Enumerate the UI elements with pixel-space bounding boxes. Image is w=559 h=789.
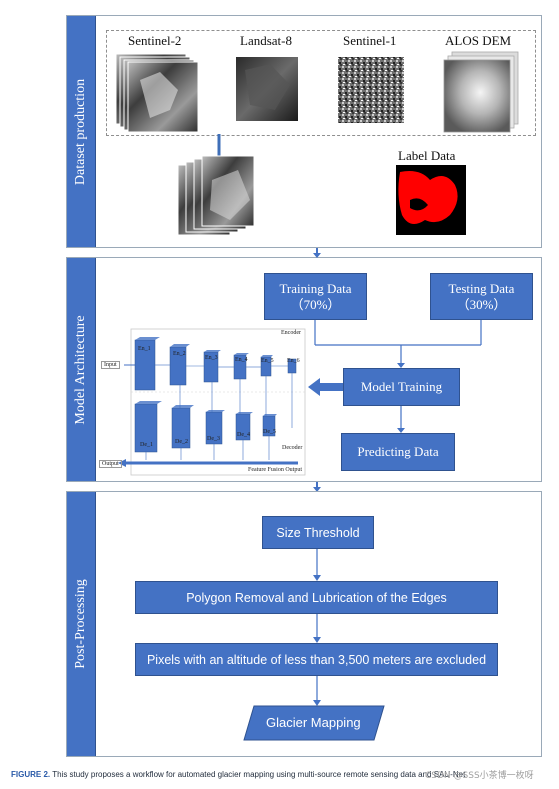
- arrow-panel2-panel3: [313, 482, 321, 492]
- dataset-production-label: Dataset production: [67, 16, 96, 247]
- predicting-data-label: Predicting Data: [357, 444, 439, 459]
- polygon-to-altitude-arrow: [313, 614, 321, 643]
- altitude-filter-box: Pixels with an altitude of less than 3,5…: [135, 643, 498, 676]
- caption-text: This study proposes a workflow for autom…: [50, 770, 466, 779]
- polygon-removal-box: Polygon Removal and Lubrication of the E…: [135, 581, 498, 614]
- en-3-label: En_3: [205, 355, 218, 361]
- altitude-to-mapping-arrow: [313, 676, 321, 706]
- predicting-data-box: Predicting Data: [341, 433, 455, 471]
- de-5-label: De_5: [263, 429, 276, 435]
- sentinel-1-image: [338, 57, 404, 123]
- input-label: Input: [101, 361, 120, 369]
- en-1-label: En_1: [138, 346, 151, 352]
- network-svg: [118, 328, 306, 476]
- fusion-output-arrowhead: [118, 459, 126, 467]
- training-testing-to-model-arrow: [314, 320, 482, 364]
- label-data-title: Label Data: [398, 148, 456, 163]
- sentinel-2-image-stack: [115, 53, 199, 133]
- fusion-label: Feature Fusion Output: [248, 467, 302, 473]
- size-to-polygon-arrow: [313, 549, 321, 581]
- dataset-images: [115, 51, 519, 236]
- de-3-label: De_3: [207, 436, 220, 442]
- model-training-box: Model Training: [343, 368, 460, 406]
- testing-data-box: Testing Data（30%）: [430, 273, 533, 320]
- model-architecture-label: Model Architecture: [67, 258, 96, 481]
- en-5-label: En_5: [261, 358, 274, 364]
- training-data-box: Training Data（70%）: [264, 273, 367, 320]
- alos-dem-label: ALOS DEM: [445, 33, 512, 48]
- model-arrowhead: [397, 363, 405, 368]
- decoder-label: Decoder: [282, 445, 303, 451]
- sentinel-1-label: Sentinel-1: [343, 33, 397, 48]
- decoder-blocks: [134, 403, 276, 453]
- encoder-label: Encoder: [281, 330, 301, 336]
- model-training-label: Model Training: [360, 379, 443, 394]
- glacier-mapping-label: Glacier Mapping: [266, 715, 361, 730]
- de-4-label: De_4: [237, 432, 250, 438]
- post-processing-label: Post-Processing: [67, 492, 96, 756]
- size-threshold-box: Size Threshold: [262, 516, 374, 549]
- figure-caption: FIGURE 2. This study proposes a workflow…: [11, 770, 465, 779]
- de-1-label: De_1: [140, 442, 153, 448]
- altitude-filter-label: Pixels with an altitude of less than 3,5…: [146, 652, 487, 667]
- skip-connections: [145, 364, 293, 460]
- training-data-ratio: （70%）: [290, 296, 341, 312]
- en-2-label: En_2: [173, 351, 186, 357]
- en-4-label: En_4: [235, 357, 248, 363]
- training-data-label: Training Data: [279, 280, 352, 296]
- de-2-label: De_2: [175, 439, 188, 445]
- output-label: Output: [99, 460, 122, 468]
- arrow-panel1-panel2: [313, 248, 321, 258]
- model-to-network-arrow: [308, 378, 343, 396]
- combined-image-stack: [177, 155, 255, 236]
- sensor-group: [106, 30, 536, 136]
- network-diagram: Encoder Decoder Input Output Feature Fus…: [98, 328, 306, 476]
- encoder-block-tops: [135, 337, 273, 357]
- glacier-mapping-shape: [243, 705, 385, 741]
- figure-number: FIGURE 2.: [11, 770, 51, 779]
- alos-dem-image-stack: [443, 51, 519, 133]
- polygon-removal-label: Polygon Removal and Lubrication of the E…: [186, 590, 447, 605]
- landsat-8-label: Landsat-8: [240, 33, 292, 48]
- sentinel-2-label: Sentinel-2: [128, 33, 182, 48]
- label-data-image: [396, 165, 466, 235]
- landsat-8-image: [236, 57, 298, 121]
- csdn-watermark: CSDN @SSS小茶博一枚呀: [425, 771, 534, 781]
- size-threshold-label: Size Threshold: [276, 525, 360, 540]
- model-to-predict-arrow: [397, 406, 405, 433]
- testing-data-ratio: （30%）: [456, 296, 507, 312]
- en-6-label: En_6: [287, 358, 300, 364]
- testing-data-label: Testing Data: [448, 280, 515, 296]
